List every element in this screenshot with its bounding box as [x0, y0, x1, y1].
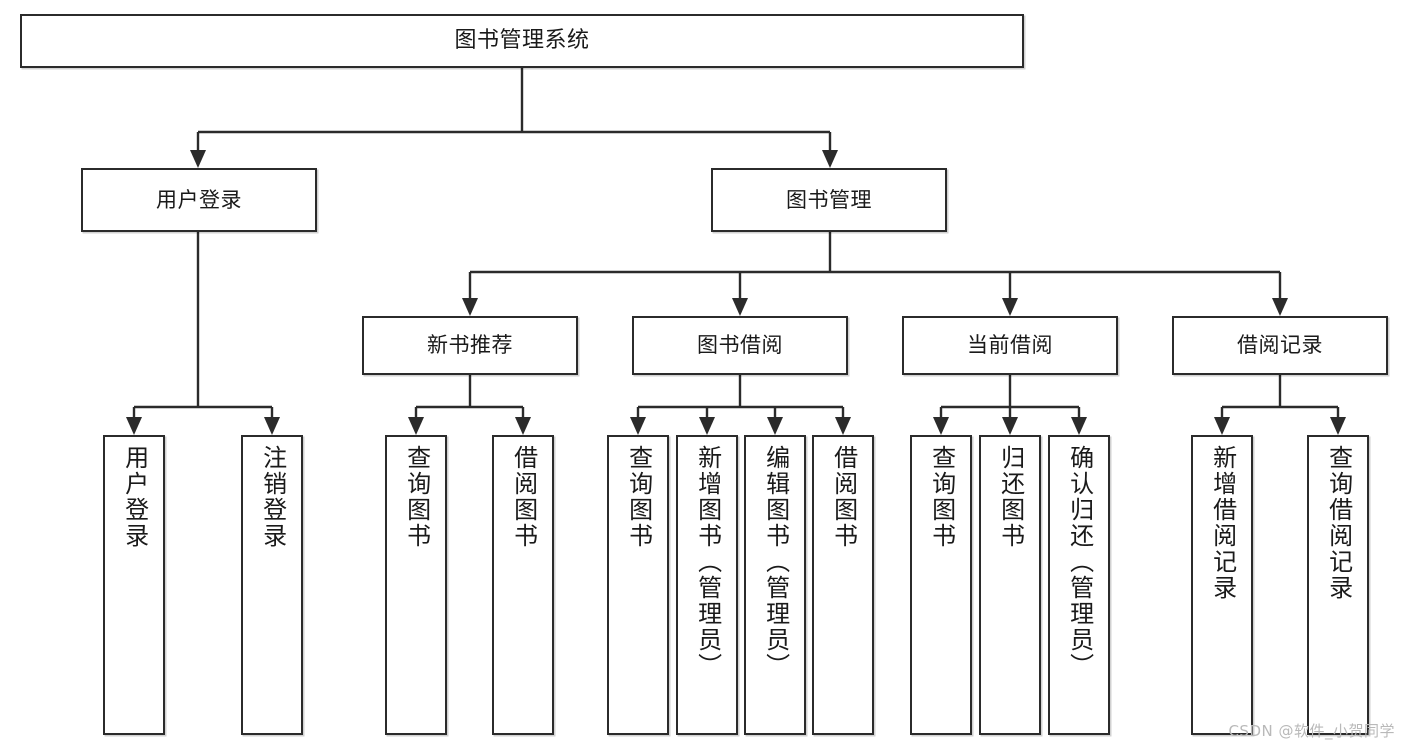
leaf-query-book-2[interactable]: 查询图书	[607, 435, 669, 735]
node-borrow-record-label: 借阅记录	[1237, 333, 1323, 358]
node-new-book-recommend[interactable]: 新书推荐	[362, 316, 578, 375]
leaf-user-login[interactable]: 用户登录	[103, 435, 165, 735]
node-book-borrow-label: 图书借阅	[697, 333, 783, 358]
leaf-return-book-label: 归还图书	[996, 445, 1025, 549]
node-book-manage[interactable]: 图书管理	[711, 168, 947, 232]
node-borrow-record[interactable]: 借阅记录	[1172, 316, 1388, 375]
node-new-book-recommend-label: 新书推荐	[427, 333, 513, 358]
node-current-borrow[interactable]: 当前借阅	[902, 316, 1118, 375]
leaf-query-record[interactable]: 查询借阅记录	[1307, 435, 1369, 735]
leaf-confirm-return[interactable]: 确认归还（管理员）	[1048, 435, 1110, 735]
leaf-query-book-2-label: 查询图书	[624, 445, 653, 549]
leaf-add-book[interactable]: 新增图书（管理员）	[676, 435, 738, 735]
leaf-add-book-label: 新增图书（管理员）	[693, 445, 722, 679]
csdn-watermark: CSDN @软件_小贺同学	[1228, 722, 1395, 740]
node-current-borrow-label: 当前借阅	[967, 333, 1053, 358]
leaf-edit-book-label: 编辑图书（管理员）	[761, 445, 790, 679]
leaf-query-book-1[interactable]: 查询图书	[385, 435, 447, 735]
leaf-borrow-book-1[interactable]: 借阅图书	[492, 435, 554, 735]
leaf-return-book[interactable]: 归还图书	[979, 435, 1041, 735]
leaf-add-record-label: 新增借阅记录	[1208, 445, 1237, 601]
leaf-borrow-book-2-label: 借阅图书	[829, 445, 858, 549]
leaf-query-book-1-label: 查询图书	[402, 445, 431, 549]
leaf-user-login-label: 用户登录	[120, 445, 149, 549]
leaf-query-book-3[interactable]: 查询图书	[910, 435, 972, 735]
node-book-borrow[interactable]: 图书借阅	[632, 316, 848, 375]
node-root-label: 图书管理系统	[454, 28, 590, 54]
leaf-add-record[interactable]: 新增借阅记录	[1191, 435, 1253, 735]
leaf-borrow-book-2[interactable]: 借阅图书	[812, 435, 874, 735]
leaf-borrow-book-1-label: 借阅图书	[509, 445, 538, 549]
node-root[interactable]: 图书管理系统	[20, 14, 1024, 68]
leaf-logout-login[interactable]: 注销登录	[241, 435, 303, 735]
node-user-login-label: 用户登录	[156, 187, 242, 212]
node-user-login[interactable]: 用户登录	[81, 168, 317, 232]
leaf-edit-book[interactable]: 编辑图书（管理员）	[744, 435, 806, 735]
leaf-query-book-3-label: 查询图书	[927, 445, 956, 549]
node-book-manage-label: 图书管理	[786, 187, 872, 212]
leaf-logout-login-label: 注销登录	[258, 445, 287, 549]
leaf-confirm-return-label: 确认归还（管理员）	[1065, 445, 1094, 679]
leaf-query-record-label: 查询借阅记录	[1324, 445, 1353, 601]
